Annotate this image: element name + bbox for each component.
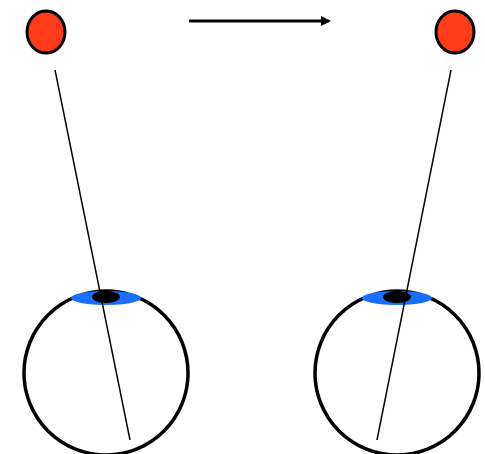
panel-right xyxy=(313,9,481,454)
pupil-right xyxy=(383,291,411,303)
eye-right xyxy=(313,289,481,454)
sightline-left xyxy=(54,69,131,441)
eye-left xyxy=(22,289,190,454)
panel-left xyxy=(22,9,190,454)
target-right xyxy=(434,9,476,55)
target-left xyxy=(25,9,67,55)
pupil-left xyxy=(92,291,120,303)
sightline-right xyxy=(376,69,452,441)
